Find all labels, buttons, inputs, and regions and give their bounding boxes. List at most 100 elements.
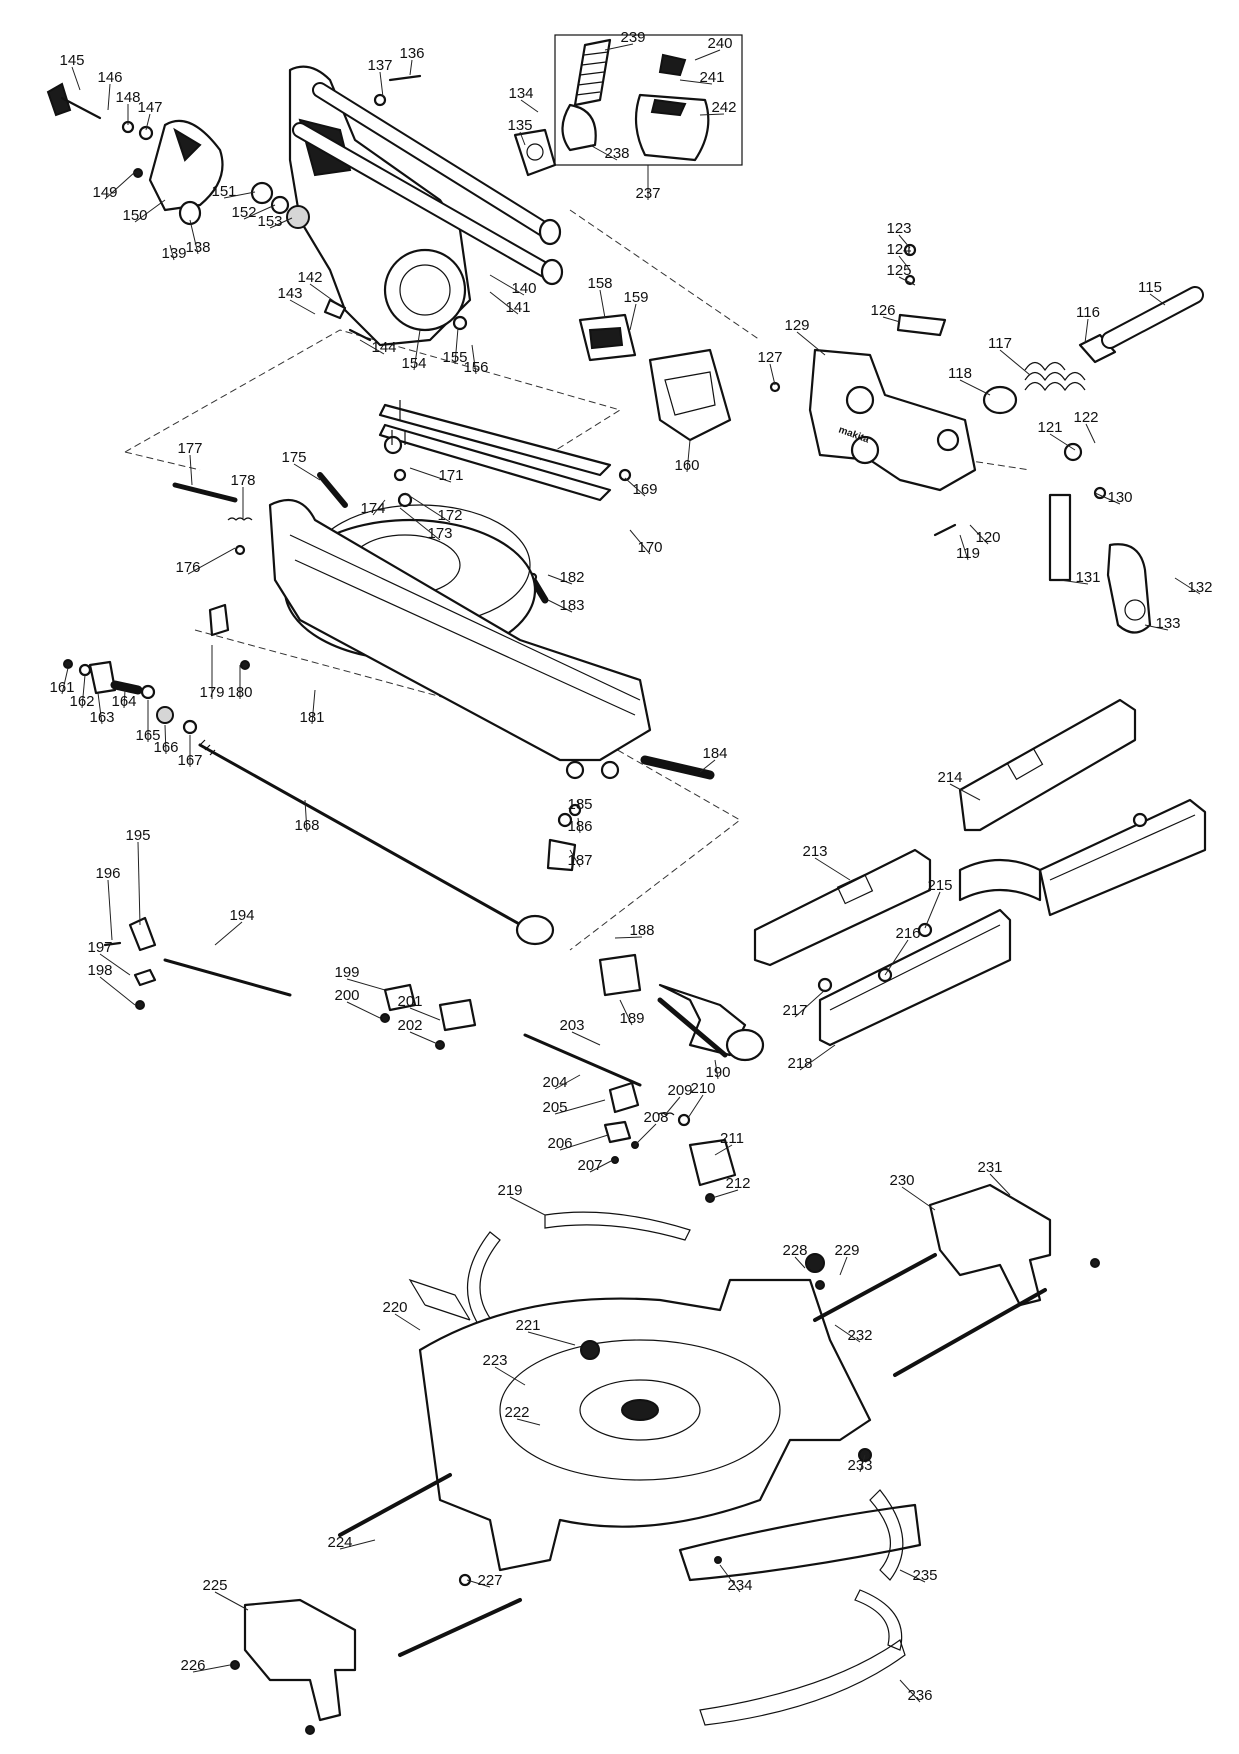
callout-140: 140 [511,280,536,297]
callout-241: 241 [699,69,724,86]
leader-line-156 [471,344,477,375]
callout-216: 216 [895,925,920,942]
callout-153: 153 [257,213,282,230]
callout-142: 142 [297,269,322,286]
leader-line-198 [99,976,136,1006]
callout-117: 117 [988,335,1012,352]
leader-line-218 [799,1044,836,1071]
leader-line-211 [714,1144,733,1156]
leader-line-202 [409,1031,441,1046]
callout-169: 169 [632,481,657,498]
leader-line-238 [589,144,618,161]
linkage-parts [103,916,765,1203]
leader-line-230 [901,1186,936,1211]
callout-122: 122 [1073,409,1098,426]
callout-179: 179 [199,684,224,701]
leader-line-139 [169,244,175,261]
callout-115: 115 [1138,279,1162,296]
leader-line-174 [372,499,386,516]
callout-118: 118 [948,365,972,382]
leader-line-197 [99,953,131,976]
leader-line-133 [1144,624,1169,631]
callout-150: 150 [122,207,147,224]
leader-line-203 [571,1031,601,1046]
callout-144: 144 [371,339,396,356]
callout-205: 205 [542,1099,567,1116]
callout-189: 189 [619,1010,644,1027]
callout-121: 121 [1037,419,1062,436]
callout-201: 201 [397,993,422,1010]
callout-187: 187 [567,852,592,869]
callout-152: 152 [231,204,256,221]
leader-line-227 [466,1579,491,1588]
callout-207: 207 [577,1157,602,1174]
callout-130: 130 [1107,489,1132,506]
callout-218: 218 [787,1055,812,1072]
leader-line-129 [796,331,826,356]
leader-line-229 [839,1256,848,1276]
leader-line-216 [884,939,909,976]
leader-line-134 [520,99,539,113]
callout-167: 167 [177,752,202,769]
leader-line-163 [97,692,103,725]
callout-235: 235 [912,1567,937,1584]
callout-172: 172 [437,507,462,524]
callout-159: 159 [623,289,648,306]
callout-242: 242 [711,99,736,116]
callout-230: 230 [889,1172,914,1189]
leader-line-154 [413,329,421,371]
callout-136: 136 [399,45,424,62]
leader-line-130 [1094,492,1121,505]
leader-line-225 [214,1591,249,1611]
fences [753,698,1207,1047]
callout-182: 182 [559,569,584,586]
callout-215: 215 [927,877,952,894]
leader-line-149 [104,171,136,200]
leader-line-185 [577,799,581,812]
leader-line-234 [719,1564,741,1593]
callout-171: 171 [438,467,463,484]
leader-line-161 [61,667,69,695]
leader-line-153 [269,217,293,229]
callout-127: 127 [757,349,782,366]
leader-line-145 [71,66,81,91]
leader-line-173 [399,507,441,541]
callout-232: 232 [847,1327,872,1344]
dust-nozzle-group [513,34,743,177]
leader-line-136 [409,59,413,76]
leader-line-182 [547,574,573,585]
callout-138: 138 [185,239,210,256]
leader-line-186 [577,817,581,834]
leader-line-120 [969,524,989,545]
callout-154: 154 [401,355,426,372]
slide-base [208,498,652,780]
leader-line-200 [346,1001,381,1019]
leader-line-240 [694,49,721,61]
callout-166: 166 [153,739,178,756]
callout-227: 227 [477,1572,502,1589]
callout-151: 151 [211,183,236,200]
callout-141: 141 [505,299,530,316]
callout-181: 181 [299,709,324,726]
callout-116: 116 [1076,304,1100,321]
leader-line-213 [814,857,851,881]
callout-119: 119 [956,545,980,562]
callout-174: 174 [360,500,385,517]
leader-line-214 [949,783,981,801]
callout-148: 148 [115,89,140,106]
callout-123: 123 [886,220,911,237]
callout-214: 214 [937,769,962,786]
leader-line-184 [699,759,716,773]
leader-line-217 [794,989,826,1018]
callout-161: 161 [49,679,74,696]
callout-129: 129 [784,317,809,334]
leader-line-175 [293,463,321,481]
callout-233: 233 [847,1457,872,1474]
callout-177: 177 [177,440,202,457]
leader-line-207 [589,1159,614,1173]
callout-124: 124 [886,241,911,258]
leader-line-164 [123,689,126,709]
callout-149: 149 [92,184,117,201]
callout-229: 229 [834,1242,859,1259]
lock-handle [172,313,732,604]
